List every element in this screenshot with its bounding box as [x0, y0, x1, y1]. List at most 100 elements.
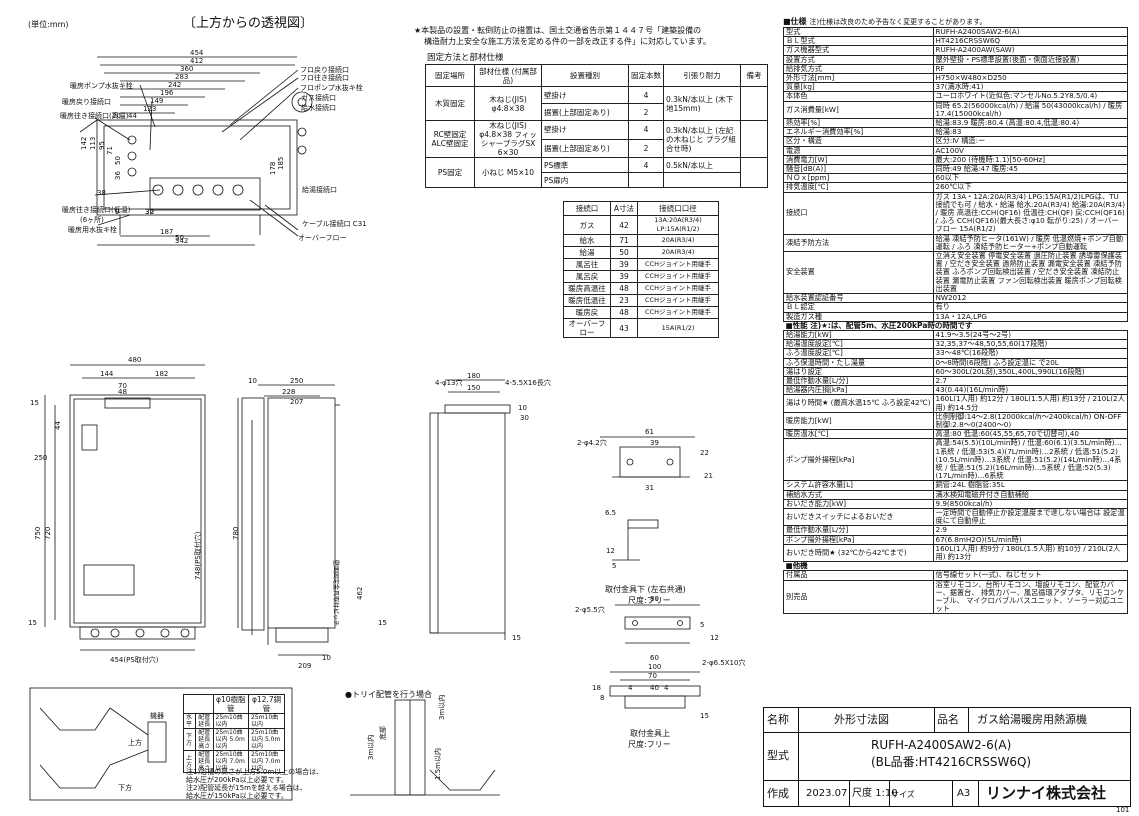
pipe-notes: 注1)浴槽の高さが上方5.0m以上の場合は、 給水圧が200kPa以上必要です。… — [186, 768, 324, 800]
fix-force — [663, 172, 741, 188]
title-name: 外形寸法図 — [834, 713, 889, 726]
pipe-diagram-label: 底部 — [378, 726, 387, 740]
bracket-lower-dim: 22 — [700, 449, 709, 457]
pipe-diagram-label: 下方 — [118, 783, 132, 792]
bracket-upper-dim: 100 — [648, 663, 661, 671]
front-view-dim: 70 — [118, 382, 127, 390]
spec-label: 別売品 — [783, 579, 934, 615]
pipe-cell: 配管延長 高さ — [195, 728, 214, 751]
spec-label: ポンプ揚外揚程[kPa] — [783, 438, 934, 482]
back-view-dim: 15 — [512, 634, 521, 642]
bracket-mid-dim: 12 — [710, 634, 719, 642]
spec-section: ■他機 — [784, 561, 1128, 571]
pipe-diagram-label: 機器 — [150, 711, 164, 720]
bracket-mid-dim: 2-φ5.5穴 — [575, 605, 605, 614]
title-made: 2023.07 — [806, 788, 848, 799]
bracket-mid-dim: 60 — [650, 654, 659, 662]
spec-value: 60～300L(20L刻),350L,400L,990L(16段階) — [932, 366, 1128, 377]
etc-row: 別売品浴室リモコン、台所リモコン、増設リモコン、配管カバー、据置台、 排気カバー… — [783, 579, 1128, 615]
back-view-dim: 10 — [518, 404, 527, 412]
top-view-dim: 412 — [190, 57, 203, 65]
title-size: A3 — [957, 788, 971, 799]
spec-value: 浴室リモコン、台所リモコン、増設リモコン、配管カバー、据置台、 排気カバー、風呂… — [932, 579, 1128, 615]
spec-value: ガス 13A・12A:20A(R3/4) LPG:15A(R1/2)LPGは、T… — [932, 191, 1128, 235]
spec-section-title: ■性能 注)★:は、配管5m、水圧200kPa時の時間です — [785, 320, 973, 330]
title-product: ガス給湯暖房用熱源機 — [977, 713, 1087, 726]
side-view-dim: 250 — [290, 377, 303, 385]
fix-part: 木ねじ(JIS) φ4.8×38 フィッシャープラグSX 6×30 — [474, 120, 542, 158]
top-view-dim: 9 — [115, 208, 119, 216]
pipe-cell: 配管延長 — [195, 713, 214, 729]
front-view-dim: 454(PS取付穴) — [110, 655, 159, 664]
perf-row: 暖房温水[℃]高温:80 低温:60(45,55,65,70で切替可),40 — [783, 429, 1128, 440]
front-view-dim: 182 — [155, 370, 168, 378]
spec-value: 160L(1人用) 約9分 / 180L(1.5人用) 約10分 / 210L(… — [932, 543, 1128, 563]
side-view-dim: 462 — [356, 587, 364, 600]
spec-value: 高温:54(5.5)(10L/min時) / 低温:60(6.1)(3.5L/m… — [932, 438, 1128, 482]
bracket-lower-dim: 61 — [645, 428, 654, 436]
spec-value: 信号線セット(一式)、ねじセット — [932, 570, 1128, 581]
spec-value: 13A・12A,LPG — [932, 311, 1128, 322]
perf-row: おいだき時間★ (32℃から42℃まで)160L(1人用) 約9分 / 180L… — [783, 543, 1128, 563]
fix-place: PS固定 — [425, 157, 475, 188]
back-view — [429, 379, 511, 640]
spec-label: 安全装置 — [783, 251, 934, 295]
pipe-cell: 25m10曲以内 — [248, 713, 285, 729]
top-view-callout-left: 暖房ポンプ水抜キ栓 — [70, 81, 133, 90]
top-view-dim: 360 — [180, 65, 193, 73]
side-view-dim: 209 — [298, 662, 311, 670]
top-view-dim: 454 — [190, 49, 204, 57]
fix-type: 据置(上部固定あり) — [541, 103, 629, 121]
top-view-dim: 242 — [168, 81, 181, 89]
front-view-dim: 144 — [100, 370, 114, 378]
title-scale: 尺度 1:10 — [852, 788, 898, 799]
front-view — [44, 364, 206, 651]
note-line-2: 構造耐力上安全な施工方法を定める件の一部を改正する件」に対応しています。 — [424, 37, 711, 46]
bracket-upper-dim: 70 — [648, 672, 657, 680]
back-view-dim: 180 — [467, 372, 480, 380]
note-line-1: ★本製品の設置・転倒防止の措置は、国土交通省告示第１４４７号「建築設備の — [414, 26, 702, 35]
perf-row: 暖房能力[kW]比例制御:14～2.8(12000kcal/h～2400kcal… — [783, 411, 1128, 431]
conn-name: オーバーフロー — [563, 318, 611, 338]
top-view-vdim: 50 — [114, 156, 122, 165]
top-view-callout-right: フロ往き接続口 — [300, 73, 349, 82]
top-view-callout-right: フロ戻り接続口 — [300, 65, 349, 74]
top-view-dim: 283 — [175, 73, 188, 81]
side-view-dim: 10 — [322, 654, 331, 662]
title-product-label: 品名 — [937, 713, 959, 726]
side-view-dim: 228 — [282, 388, 295, 396]
fix-count: 4 — [628, 120, 664, 140]
spec-value: 給湯:83.9 暖房:80.4 (高温:80.4,低温:80.4) — [932, 118, 1128, 129]
side-view-dim: 207 — [290, 398, 303, 406]
top-view-vdim: 178 — [269, 162, 277, 175]
bracket-lower-title: 取付金具下 (左右共通) — [605, 585, 686, 594]
front-view-dim: 15 — [28, 619, 37, 627]
conn-bore: 15A(R1/2) — [637, 318, 719, 338]
spec-value: 屋外壁掛・PS標準設置(後面・側面近接設置) — [932, 54, 1128, 65]
fix-force: 0.3kN/本以上 (左記の木ねじと プラグ組合せ時) — [663, 120, 741, 158]
bracket-lower-dim: 39 — [650, 439, 659, 447]
perf-row: 湯はり時間★ (最高水温15℃ ふろ設定42℃)160L(1人用) 約12分 /… — [783, 394, 1128, 413]
top-view-title: 〔上方からの透視図〕 — [183, 16, 314, 31]
top-view-callout-right: ケーブル接続口 C31 — [302, 219, 367, 228]
spec-section-title: ■他機 — [785, 561, 808, 571]
side-view-dim: 15 — [378, 619, 387, 627]
pipe-cell: 下方 — [182, 728, 197, 751]
top-view-callout-left: 暖房戻り接続口 — [62, 97, 111, 106]
top-view-dim: 50 — [175, 234, 184, 242]
bracket-upper-dim: 15 — [700, 712, 709, 720]
bracket-mid-dim: 5 — [700, 621, 704, 629]
fix-count: 2 — [628, 103, 664, 121]
pipe-diagram-label: 1.5m以内 — [433, 748, 442, 780]
top-view-dim: 187 — [160, 228, 173, 236]
top-view-callout-right: フロポンプ水抜キ栓 — [300, 83, 363, 92]
fix-header: 備考 — [740, 64, 768, 87]
fix-remark — [740, 157, 768, 188]
title-size-label: サイズ — [891, 790, 915, 799]
company-name: リンナイ株式会社 — [986, 784, 1107, 802]
